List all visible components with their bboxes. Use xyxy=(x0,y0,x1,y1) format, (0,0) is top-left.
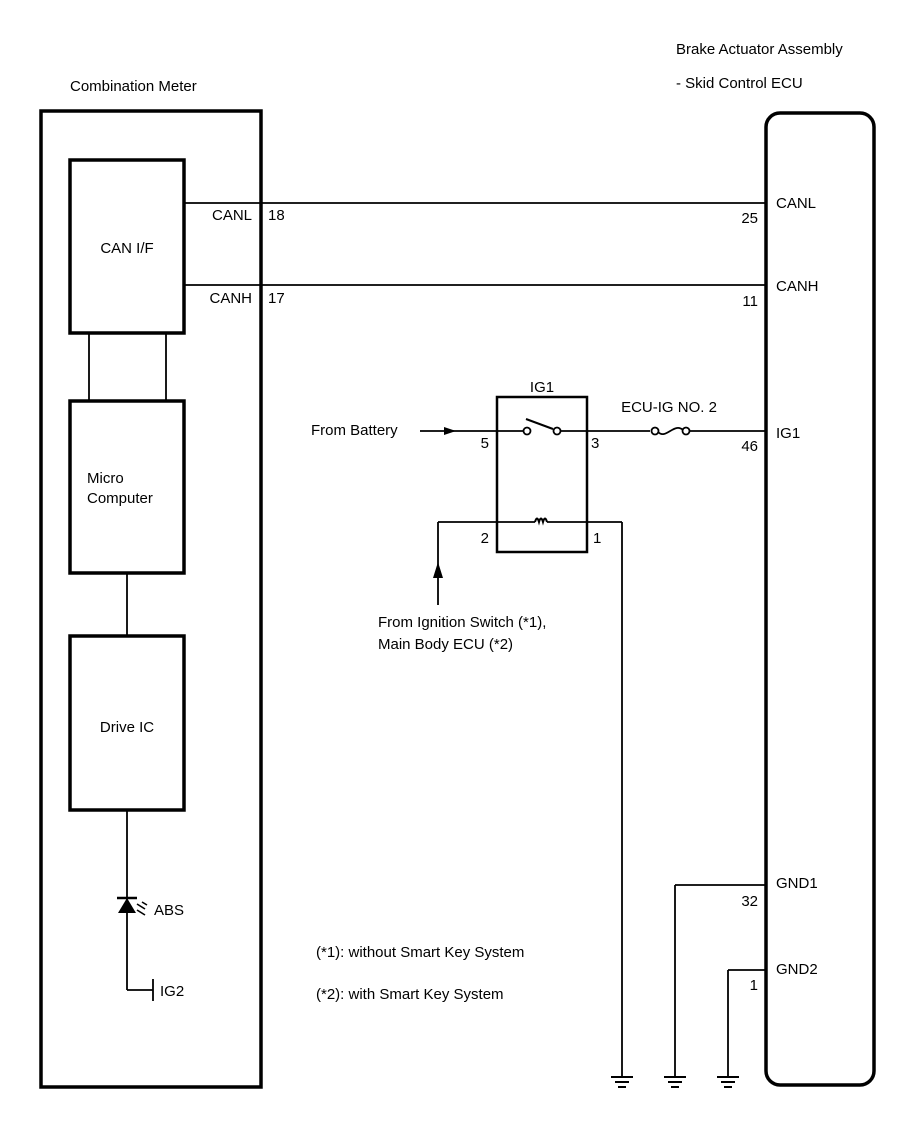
ecu-canl-pin-name: CANL xyxy=(776,195,816,212)
fuse-icon xyxy=(650,426,691,436)
ecu-canh-pin-name: CANH xyxy=(776,278,819,295)
relay-coil-icon xyxy=(534,517,548,526)
ignition-arrow-icon xyxy=(433,562,443,578)
skid-control-ecu-box xyxy=(764,111,876,1087)
drive-ic-label: Drive IC xyxy=(100,719,154,736)
ig2-label: IG2 xyxy=(160,983,184,1000)
ecu-canh-pin-number: 11 xyxy=(742,293,758,310)
ignition-source-line2: Main Body ECU (*2) xyxy=(378,636,513,653)
micro-computer-label-2: Computer xyxy=(87,490,153,507)
relay-pin-3: 3 xyxy=(591,435,599,452)
ground-icon xyxy=(717,1076,739,1088)
combination-meter-box xyxy=(39,109,263,1089)
ground-icon xyxy=(664,1076,686,1088)
ground-icon xyxy=(611,1076,633,1088)
ig1-relay-title: IG1 xyxy=(530,379,554,396)
ecu-gnd1-pin-number: 32 xyxy=(741,893,758,910)
relay-pin-5: 5 xyxy=(481,435,489,452)
ecu-ig1-pin-number: 46 xyxy=(741,438,758,455)
can-if-block xyxy=(68,158,186,335)
relay-switch-icon xyxy=(522,418,562,436)
ecu-title-line2: - Skid Control ECU xyxy=(676,75,803,92)
meter-canh-pin-name: CANH xyxy=(209,290,252,307)
ecu-gnd1-pin-name: GND1 xyxy=(776,875,818,892)
ecu-gnd2-pin-name: GND2 xyxy=(776,961,818,978)
combination-meter-title: Combination Meter xyxy=(70,78,197,95)
led-icon xyxy=(117,896,148,916)
note-1: (*1): without Smart Key System xyxy=(316,944,524,961)
ignition-source-line1: From Ignition Switch (*1), xyxy=(378,614,546,631)
meter-canl-pin-name: CANL xyxy=(212,207,252,224)
micro-computer-block xyxy=(68,399,186,575)
ecu-canl-pin-number: 25 xyxy=(741,210,758,227)
note-2: (*2): with Smart Key System xyxy=(316,986,504,1003)
micro-computer-label-1: Micro xyxy=(87,470,124,487)
meter-canl-pin-number: 18 xyxy=(268,207,285,224)
fuse-label: ECU-IG NO. 2 xyxy=(621,399,717,416)
meter-canh-pin-number: 17 xyxy=(268,290,285,307)
from-battery-label: From Battery xyxy=(311,422,398,439)
ig1-relay-box xyxy=(495,395,589,554)
ecu-ig1-pin-name: IG1 xyxy=(776,425,800,442)
relay-pin-1: 1 xyxy=(593,530,601,547)
ecu-gnd2-pin-number: 1 xyxy=(750,977,758,994)
can-if-label: CAN I/F xyxy=(100,240,153,257)
relay-pin-2: 2 xyxy=(481,530,489,547)
ecu-title-line1: Brake Actuator Assembly xyxy=(676,41,843,58)
abs-indicator-label: ABS xyxy=(154,902,184,919)
